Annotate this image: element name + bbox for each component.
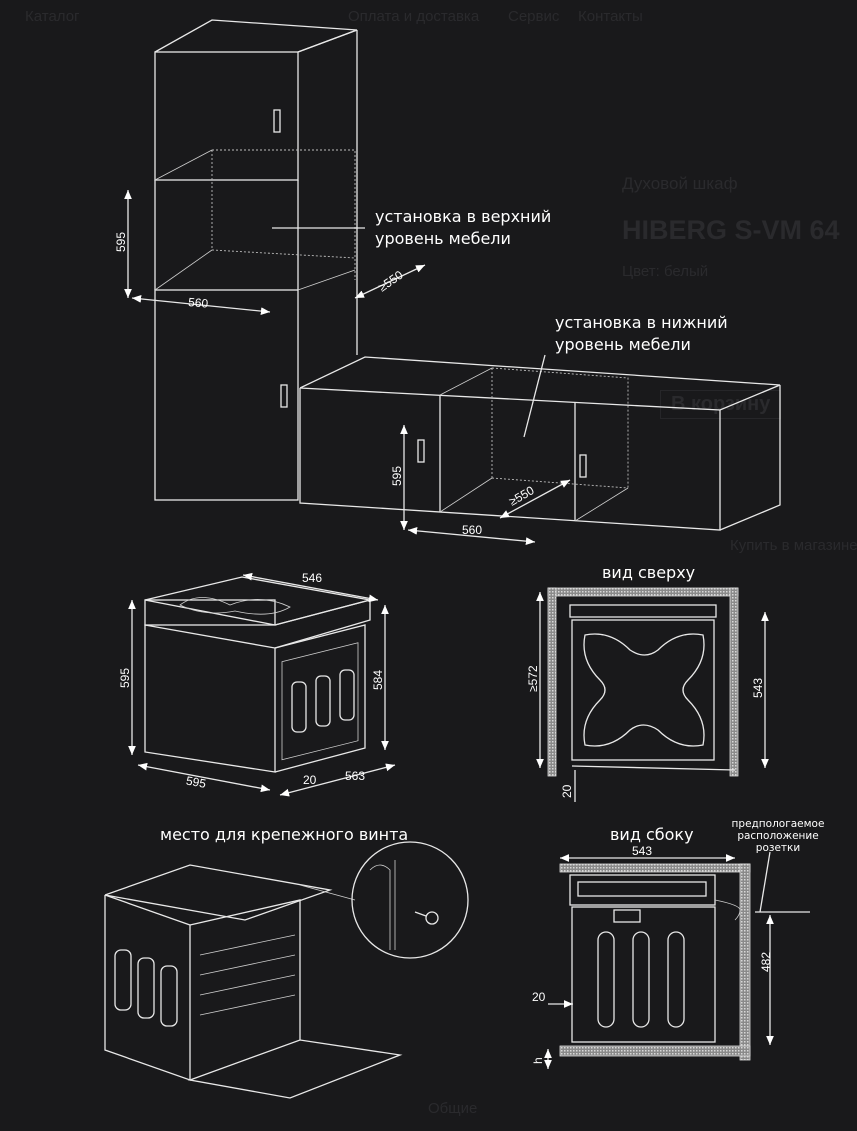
top-view-inner-dim: 543 xyxy=(751,678,765,698)
oven-gap-dim: 20 xyxy=(303,773,317,787)
side-view-drawing xyxy=(559,863,751,1061)
dimension-line xyxy=(499,479,571,519)
top-view-gap-dim: 20 xyxy=(560,784,574,798)
top-view-depth-dim: ≥572 xyxy=(526,665,540,692)
upper-install-label-line1: установка в верхний xyxy=(375,207,551,226)
upper-depth-dim: ≥550 xyxy=(376,268,406,295)
side-view-title: вид сбоку xyxy=(610,825,694,844)
lower-height-dim: 595 xyxy=(390,466,404,486)
leader-line xyxy=(759,851,771,913)
product-category: Духовой шкаф xyxy=(622,174,738,193)
dimension-line xyxy=(137,762,271,793)
oven-depth-dim: 563 xyxy=(345,769,365,783)
section-heading-general: Общие xyxy=(428,1100,478,1117)
side-view-width-dim: 543 xyxy=(632,844,652,858)
oven-open-door-drawing xyxy=(104,864,403,1099)
upper-width-dim: 560 xyxy=(188,295,209,311)
lower-install-label-line1: установка в нижний xyxy=(555,313,728,332)
side-socket-height-dim: 482 xyxy=(759,952,773,972)
lower-depth-dim: ≥550 xyxy=(507,483,537,509)
product-title: HIBERG S-VM 64 xyxy=(622,215,840,245)
nav-payment-delivery[interactable]: Оплата и доставка xyxy=(348,8,480,25)
buy-in-store-link[interactable]: Купить в магазине xyxy=(730,537,857,554)
dimension-line xyxy=(279,763,396,797)
nav-catalog[interactable]: Каталог xyxy=(25,8,80,25)
low-cabinet xyxy=(299,356,781,531)
oven-height-dim: 595 xyxy=(118,668,132,688)
oven-isometric xyxy=(144,576,371,773)
top-view-drawing xyxy=(547,587,739,777)
screw-icon xyxy=(369,860,439,950)
tall-cabinet xyxy=(154,19,358,501)
leader-line xyxy=(523,354,546,438)
oven-body-height-dim: 584 xyxy=(371,670,385,690)
screw-detail-circle xyxy=(351,841,469,959)
side-gap-dim: 20 xyxy=(532,990,546,1004)
oven-front-width-dim: 595 xyxy=(185,774,207,791)
oven-top-width-dim: 546 xyxy=(302,571,322,585)
socket-label-line1: предпологаемое xyxy=(732,818,825,830)
dimension-line xyxy=(242,572,379,603)
upper-install-label-line2: уровень мебели xyxy=(375,229,511,248)
product-color: Цвет: белый xyxy=(622,263,709,280)
socket-label-line3: розетки xyxy=(756,842,800,854)
upper-height-dim: 595 xyxy=(114,232,128,252)
socket-label-line2: расположение xyxy=(737,830,818,842)
dimension-line xyxy=(354,264,426,299)
lower-width-dim: 560 xyxy=(462,523,482,537)
add-to-cart-button[interactable]: В корзину xyxy=(660,390,782,419)
side-h-dim: h xyxy=(531,1057,545,1064)
screw-title: место для крепежного винта xyxy=(160,825,408,844)
dimension-line xyxy=(407,526,536,546)
top-view-title: вид сверху xyxy=(602,563,695,582)
nav-contacts[interactable]: Контакты xyxy=(578,8,643,25)
nav-service[interactable]: Сервис xyxy=(508,8,560,25)
dimension-line xyxy=(131,295,271,315)
lower-install-label-line2: уровень мебели xyxy=(555,335,691,354)
